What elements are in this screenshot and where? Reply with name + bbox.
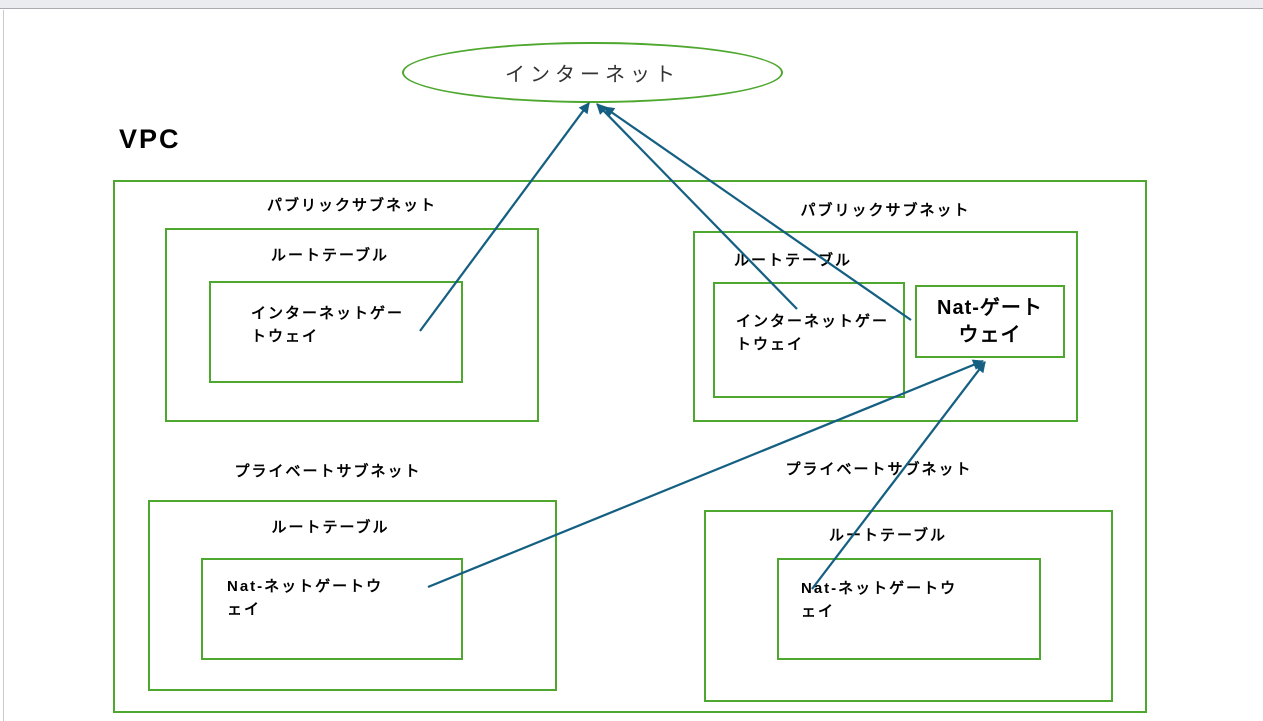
route-table-label-private-right: ルートテーブル: [828, 527, 948, 544]
window-top-strip: [0, 0, 1263, 9]
nat-net-gateway-box-private-left: [201, 558, 463, 660]
nat-net-gateway-label-private-right: Nat-ネットゲートウェイ: [801, 580, 958, 620]
private-subnet-right-label: プライベートサブネット: [785, 461, 973, 478]
route-table-label-public-left: ルートテーブル: [270, 247, 390, 264]
private-subnet-left-box: [148, 500, 557, 691]
public-subnet-left-label: パブリックサブネット: [266, 197, 437, 214]
internet-label: インターネット: [505, 64, 680, 86]
internet-gateway-label-public-left: インターネットゲートウェイ: [251, 305, 405, 345]
vpc-title: VPC: [119, 124, 181, 154]
nat-net-gateway-label-private-left: Nat-ネットゲートウェイ: [227, 578, 384, 618]
route-table-label-public-right: ルートテーブル: [733, 252, 853, 269]
nat-gateway-label: Nat-ゲートウェイ: [937, 296, 1043, 346]
private-subnet-left-label: プライベートサブネット: [234, 463, 422, 480]
internet-gateway-label-public-right: インターネットゲートウェイ: [736, 313, 890, 353]
internet-ellipse: インターネット: [402, 42, 783, 103]
slide-left-border: [3, 10, 4, 721]
public-subnet-right-label: パブリックサブネット: [800, 202, 971, 219]
nat-gateway-box-public-right: Nat-ゲートウェイ: [915, 285, 1065, 358]
route-table-label-private-left: ルートテーブル: [271, 519, 390, 536]
internet-gateway-box-public-left: [209, 281, 463, 383]
